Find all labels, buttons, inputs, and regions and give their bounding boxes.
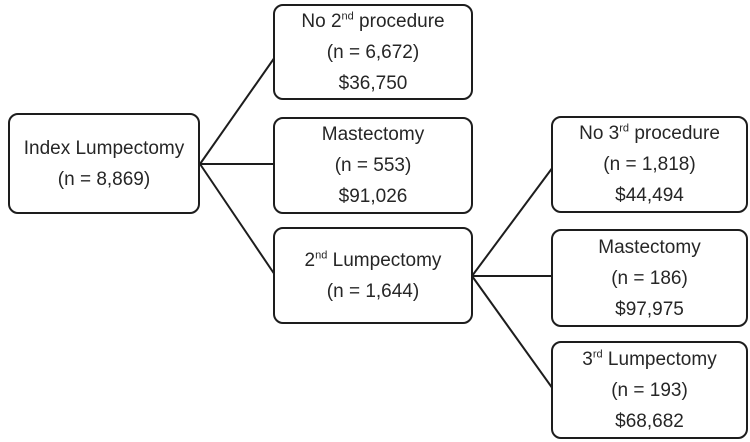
title-text: Index Lumpectomy (23, 137, 185, 159)
node-cost: $91,026 (338, 186, 408, 207)
title-superscript: nd (315, 249, 328, 262)
node-count: (n = 553) (334, 155, 412, 176)
node-title: 3rd Lumpectomy (582, 347, 716, 372)
title-text: 2 (304, 249, 316, 271)
title-text-2: Lumpectomy (602, 348, 717, 370)
node-3rd-lumpectomy: 3rd Lumpectomy (n = 193) $68,682 (551, 341, 748, 439)
node-cost: $68,682 (615, 410, 684, 432)
node-index-lumpectomy: Index Lumpectomy (n = 8,869) (8, 113, 200, 214)
node-cost: $36,750 (338, 72, 408, 94)
node-count: (n = 1,818) (603, 154, 696, 175)
title-text: Mastectomy (321, 124, 425, 145)
title-text: Mastectomy (598, 236, 701, 258)
node-count: (n = 1,644) (326, 280, 420, 302)
node-count: (n = 8,869) (57, 168, 151, 190)
node-title: Index Lumpectomy (24, 136, 185, 161)
edge-lump2-to-no-3rd (471, 166, 554, 277)
title-superscript: rd (592, 348, 603, 361)
title-text-2: procedure (353, 10, 445, 32)
node-count: (n = 193) (611, 379, 688, 401)
title-text: No 2 (301, 10, 342, 32)
node-count: (n = 6,672) (326, 41, 420, 63)
node-cost: $44,494 (615, 185, 684, 206)
edge-lump2-to-lumpectomy3 (471, 275, 554, 390)
node-count: (n = 186) (611, 267, 688, 289)
node-no-3rd-procedure: No 3rd procedure (n = 1,818) $44,494 (551, 116, 748, 213)
edge-index-to-no-2nd (199, 56, 276, 165)
node-title: No 3rd procedure (579, 121, 720, 146)
node-cost: $97,975 (615, 298, 684, 320)
title-superscript: rd (619, 122, 630, 135)
node-title: No 2nd procedure (301, 9, 444, 34)
node-2nd-lumpectomy: 2nd Lumpectomy (n = 1,644) (273, 227, 473, 324)
node-mastectomy-3rd: Mastectomy (n = 186) $97,975 (551, 229, 748, 327)
edge-index-to-lumpectomy2 (199, 163, 276, 276)
node-mastectomy-2nd: Mastectomy (n = 553) $91,026 (273, 117, 473, 214)
title-text-2: procedure (629, 123, 720, 144)
title-text: 3 (582, 348, 593, 370)
node-no-2nd-procedure: No 2nd procedure (n = 6,672) $36,750 (273, 4, 473, 100)
node-title: Mastectomy (598, 235, 700, 260)
node-title: 2nd Lumpectomy (305, 248, 442, 273)
node-title: Mastectomy (322, 122, 424, 147)
title-text: No 3 (579, 123, 620, 144)
title-superscript: nd (341, 10, 354, 23)
title-text-2: Lumpectomy (327, 249, 442, 271)
